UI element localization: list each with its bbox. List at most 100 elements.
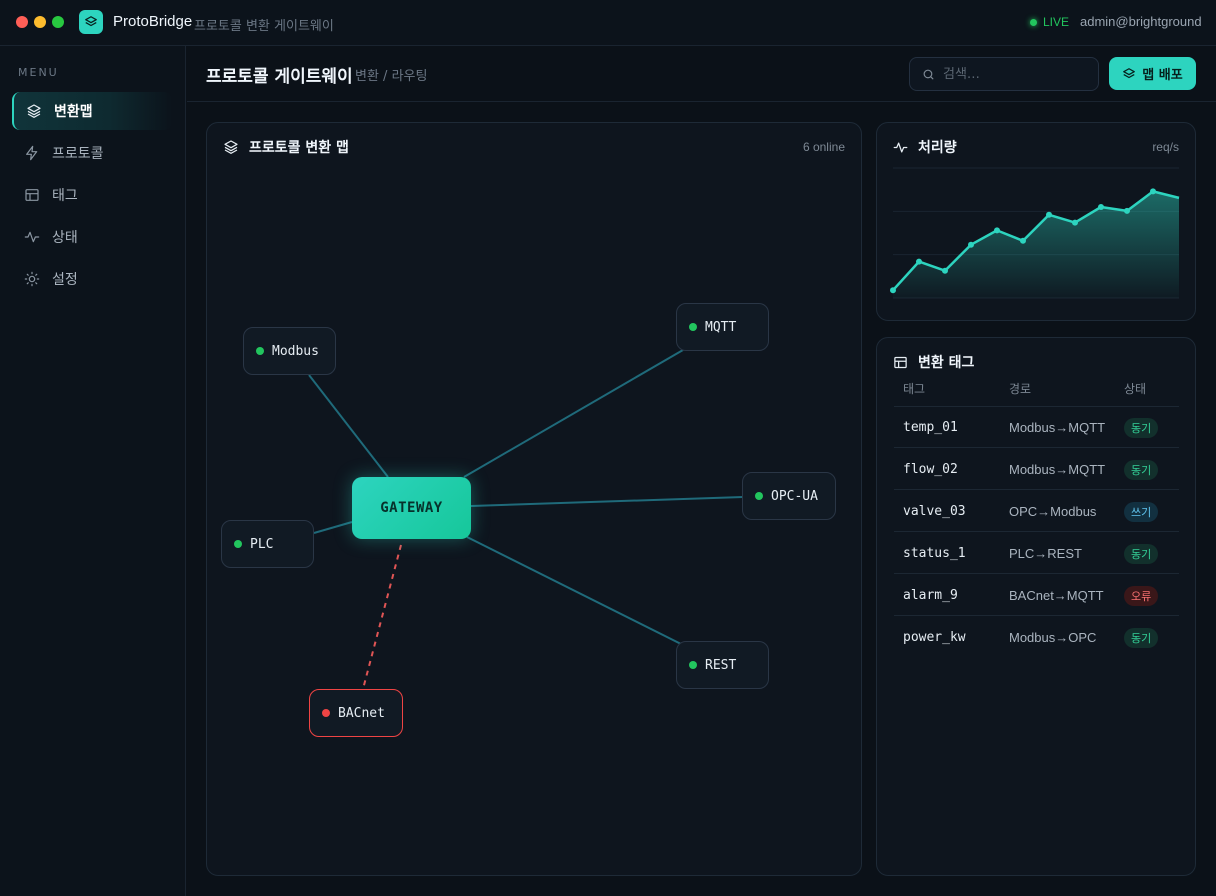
data-point xyxy=(916,258,922,265)
pulse-icon xyxy=(893,142,908,152)
tag-name: valve_03 xyxy=(903,504,966,519)
node-label: MQTT xyxy=(705,319,737,335)
node-label: PLC xyxy=(250,536,274,552)
data-point xyxy=(1046,211,1052,218)
data-point xyxy=(942,267,948,274)
node-modbus[interactable]: Modbus xyxy=(243,327,336,375)
app-logo-icon xyxy=(79,10,103,34)
node-rest[interactable]: REST xyxy=(676,641,769,689)
status-badge: 쓰기 xyxy=(1124,502,1159,522)
search-input[interactable] xyxy=(943,66,1083,82)
data-point xyxy=(1150,188,1156,195)
user-account[interactable]: admin@brightground xyxy=(1080,14,1202,29)
tag-name: alarm_9 xyxy=(903,588,958,603)
window-close-button[interactable] xyxy=(16,16,28,28)
data-point xyxy=(968,241,974,248)
sidebar-item-settings[interactable]: 설정 xyxy=(12,260,172,298)
data-point xyxy=(1098,204,1104,210)
app-name: ProtoBridge xyxy=(113,13,193,30)
node-bacnet[interactable]: BACnet xyxy=(309,689,403,737)
status-dot xyxy=(256,347,264,355)
data-point xyxy=(994,227,1000,234)
node-label: BACnet xyxy=(338,705,385,721)
node-label: REST xyxy=(705,657,737,673)
title-bar: ProtoBridge 프로토콜 변환 게이트웨이 LIVE admin@bri… xyxy=(0,0,1216,46)
status-dot xyxy=(234,540,242,548)
tag-route: BACnet→MQTT xyxy=(1009,588,1104,603)
row-divider xyxy=(894,531,1179,532)
breadcrumb[interactable]: 변환 / 라우팅 xyxy=(355,69,428,84)
status-badge: 동기 xyxy=(1124,628,1159,648)
status-dot xyxy=(322,709,330,717)
search-box[interactable] xyxy=(909,57,1099,91)
gateway-node[interactable]: GATEWAY xyxy=(352,477,471,539)
data-point xyxy=(1020,237,1026,244)
node-label: Modbus xyxy=(272,343,319,359)
tag-name: flow_02 xyxy=(903,462,958,477)
sidebar-item-map[interactable]: 변환맵 xyxy=(12,92,172,130)
status-dot xyxy=(755,492,763,500)
status-badge: 오류 xyxy=(1124,586,1159,606)
sidebar-item-label: 설정 xyxy=(52,272,78,288)
map-title: 프로토콜 변환 맵 xyxy=(249,140,349,156)
throughput-unit: req/s xyxy=(1152,140,1179,154)
tag-route: Modbus→MQTT xyxy=(1009,462,1106,477)
sidebar-item-label: 태그 xyxy=(52,188,78,204)
table-icon xyxy=(25,189,39,201)
search-icon xyxy=(923,69,934,79)
row-divider xyxy=(894,615,1179,616)
node-label: OPC-UA xyxy=(771,488,818,504)
sidebar-item-label: 변환맵 xyxy=(54,104,93,120)
pulse-icon xyxy=(24,231,40,243)
row-divider xyxy=(894,489,1179,490)
tag-name: status_1 xyxy=(903,546,966,561)
bolt-icon xyxy=(26,145,38,161)
layers-icon xyxy=(27,104,41,118)
layers-icon xyxy=(224,140,238,154)
window-minimize-button[interactable] xyxy=(34,16,46,28)
row-divider xyxy=(894,573,1179,574)
data-point xyxy=(1124,207,1130,214)
data-point xyxy=(1072,219,1078,226)
tag-route: Modbus→OPC xyxy=(1009,630,1097,645)
sun-gear-icon xyxy=(24,271,40,287)
node-mqtt[interactable]: MQTT xyxy=(676,303,769,351)
sidebar-item-label: 상태 xyxy=(52,230,78,246)
status-badge: 동기 xyxy=(1124,418,1159,438)
online-count: 6 online xyxy=(802,140,845,154)
page-header: 프로토콜 게이트웨이 변환 / 라우팅 맵 배포 xyxy=(187,46,1216,102)
node-opcua[interactable]: OPC-UA xyxy=(742,472,836,520)
throughput-area xyxy=(893,191,1179,298)
tag-name: temp_01 xyxy=(903,420,958,435)
data-point xyxy=(890,287,896,294)
node-plc[interactable]: PLC xyxy=(221,520,314,568)
row-divider xyxy=(894,447,1179,448)
tags-title: 변환 태그 xyxy=(893,352,974,372)
column-header-status: 상태 xyxy=(1124,382,1147,396)
tag-route: PLC→REST xyxy=(1009,546,1082,561)
throughput-title: 처리량 xyxy=(893,137,957,157)
deploy-map-button[interactable]: 맵 배포 xyxy=(1109,57,1196,90)
throughput-chart xyxy=(890,167,1180,299)
live-status-label: LIVE xyxy=(1043,15,1070,29)
sidebar-item-tags[interactable]: 태그 xyxy=(12,176,172,214)
table-divider xyxy=(894,406,1179,407)
sidebar: MENU 변환맵 프로토콜 태그 상태 설정 xyxy=(0,46,186,896)
status-badge: 동기 xyxy=(1124,544,1159,564)
column-header-route: 경로 xyxy=(1009,382,1032,396)
column-header-tag: 태그 xyxy=(903,382,926,396)
status-dot xyxy=(689,323,697,331)
table-icon xyxy=(894,356,907,368)
status-dot xyxy=(689,661,697,669)
window-maximize-button[interactable] xyxy=(52,16,64,28)
live-status-dot xyxy=(1030,19,1037,26)
sidebar-item-protocol[interactable]: 프로토콜 xyxy=(12,134,172,172)
tag-route: OPC→Modbus xyxy=(1009,504,1097,519)
map-panel-title: 프로토콜 변환 맵 xyxy=(223,137,349,157)
deploy-map-label: 맵 배포 xyxy=(1142,68,1183,83)
menu-title: MENU xyxy=(18,66,59,79)
layers-icon xyxy=(1123,67,1136,78)
sidebar-item-status[interactable]: 상태 xyxy=(12,218,172,256)
tag-name: power_kw xyxy=(903,630,966,645)
throughput-line xyxy=(892,190,1180,292)
